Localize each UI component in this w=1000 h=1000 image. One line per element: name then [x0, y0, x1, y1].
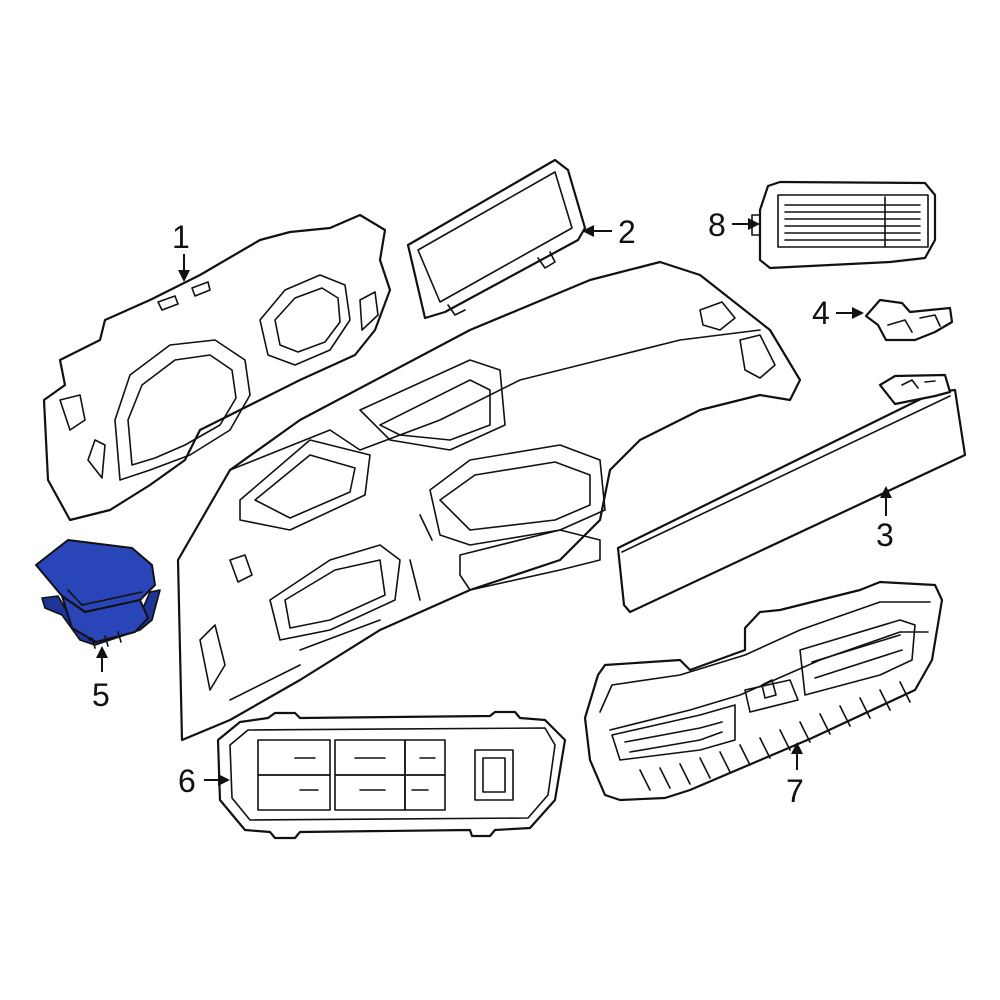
callout-8: 8 [708, 207, 760, 243]
part-4-bracket [864, 298, 954, 342]
callout-2-arrowhead [582, 225, 594, 237]
part-2-display-screen [406, 158, 587, 320]
callout-8-label: 8 [708, 207, 726, 243]
callout-5-label: 5 [92, 677, 110, 713]
callout-6: 6 [178, 763, 230, 799]
part-1-instrument-cluster [42, 213, 392, 522]
callout-2-label: 2 [618, 214, 636, 250]
dashboard-panel [176, 260, 802, 742]
callout-1: 1 [172, 219, 190, 282]
callout-5: 5 [92, 646, 110, 713]
callout-5-arrowhead [96, 646, 108, 658]
callout-6-label: 6 [178, 763, 196, 799]
callout-3: 3 [876, 486, 894, 553]
callout-2: 2 [582, 214, 636, 250]
callout-4-arrowhead [852, 307, 864, 319]
callout-4: 4 [812, 295, 864, 331]
callout-7: 7 [786, 742, 804, 809]
callout-4-label: 4 [812, 295, 830, 331]
callout-7-label: 7 [786, 773, 804, 809]
callout-1-label: 1 [172, 219, 190, 255]
part-8-vent-grille [751, 180, 937, 270]
callout-6-arrowhead [218, 774, 230, 786]
callout-3-label: 3 [876, 517, 894, 553]
callout-7-arrowhead [791, 742, 803, 754]
part-6-control-panel [216, 710, 567, 840]
part-7-air-vent-assembly [583, 580, 944, 802]
callout-1-arrowhead [178, 270, 190, 282]
part-5-highlighted-module [35, 539, 161, 649]
part-3-trim-panel [616, 373, 967, 614]
callout-3-arrowhead [880, 486, 892, 498]
callout-8-arrowhead [748, 218, 760, 230]
